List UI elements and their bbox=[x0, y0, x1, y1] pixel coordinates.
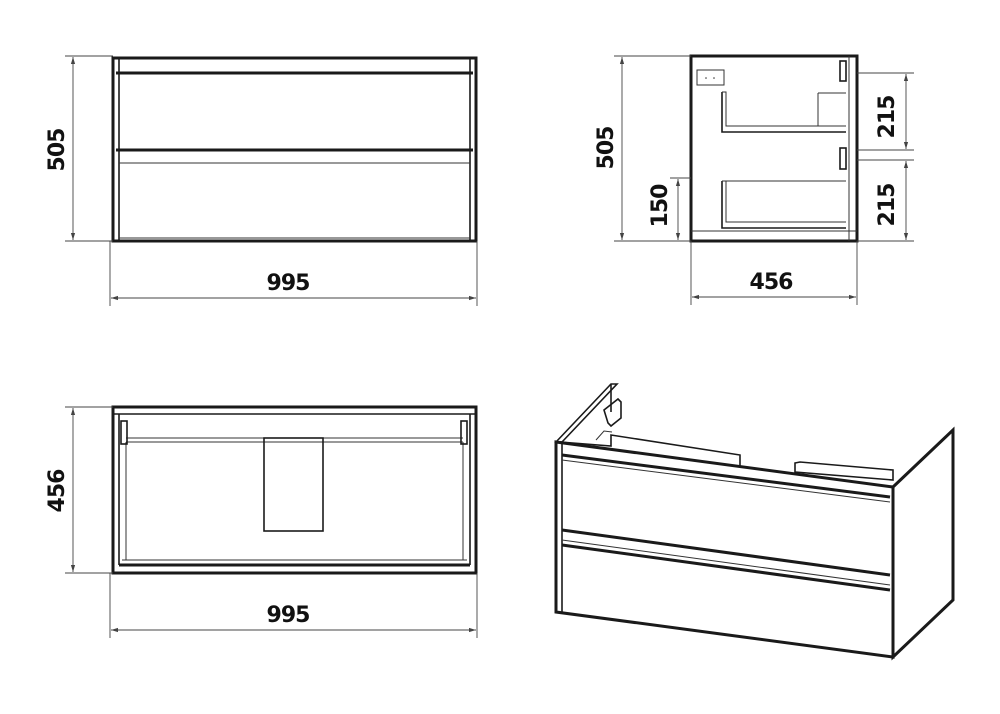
side-upper-handle bbox=[839, 60, 847, 82]
side-tag-dot-1 bbox=[705, 77, 707, 79]
top-siphon-cutout bbox=[263, 437, 324, 532]
top-view: 456 995 bbox=[45, 405, 478, 638]
side-lower-drawer-label: 215 bbox=[875, 184, 900, 227]
side-lower-handle bbox=[839, 147, 847, 170]
front-view: 505 995 bbox=[45, 55, 478, 306]
front-width-label: 995 bbox=[267, 271, 310, 296]
isometric-view bbox=[554, 383, 955, 661]
side-lower-drawer-inner bbox=[722, 180, 846, 223]
top-right-bracket bbox=[460, 420, 468, 445]
side-upper-drawer-box bbox=[721, 92, 846, 133]
iso-upper-drawer-top bbox=[561, 453, 891, 499]
iso-lower-drawer-top bbox=[561, 539, 891, 586]
side-depth-label: 456 bbox=[750, 270, 794, 295]
top-cabinet-outline bbox=[111, 405, 478, 575]
side-upper-drawer-inner bbox=[722, 91, 846, 127]
iso-left-side-top bbox=[554, 383, 619, 443]
side-tag-box bbox=[696, 69, 725, 86]
front-cabinet-outline bbox=[111, 56, 478, 243]
iso-drawer-divider bbox=[561, 528, 891, 577]
iso-right-side-panel bbox=[891, 426, 955, 661]
iso-front-face bbox=[554, 440, 895, 659]
front-height-label: 505 bbox=[45, 129, 70, 172]
side-tag-dot-2 bbox=[713, 77, 715, 79]
iso-bracket-arm bbox=[595, 430, 613, 441]
iso-upper-drawer-top-2 bbox=[561, 459, 891, 503]
iso-back-rail-left bbox=[559, 434, 741, 466]
iso-left-bracket bbox=[603, 397, 622, 428]
top-width-label: 995 bbox=[267, 603, 310, 628]
iso-lower-drawer-handle-edge bbox=[561, 543, 891, 592]
side-view: 505 150 215 215 456 bbox=[594, 54, 914, 305]
side-lower-drawer-box bbox=[721, 181, 846, 229]
iso-back-rail-right bbox=[794, 461, 894, 481]
side-height-label: 505 bbox=[594, 127, 619, 170]
side-inner-height-label: 150 bbox=[648, 184, 673, 228]
side-cabinet-outline bbox=[689, 54, 859, 243]
side-upper-drawer-label: 215 bbox=[875, 96, 900, 139]
top-left-bracket bbox=[120, 420, 128, 445]
top-depth-label: 456 bbox=[45, 469, 70, 513]
